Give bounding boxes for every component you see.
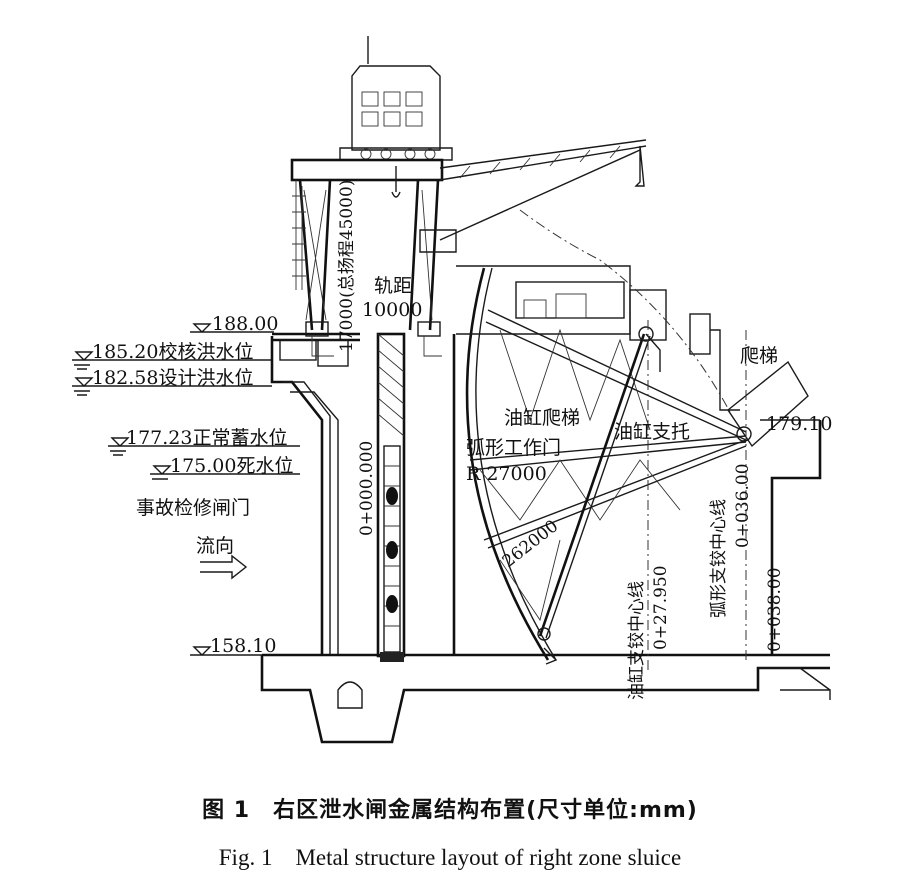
label-ladder: 爬梯	[740, 345, 778, 367]
label-rail-gauge-value: 10000	[362, 299, 422, 321]
flow-arrow	[200, 554, 248, 580]
emergency-gate-slot	[376, 332, 406, 662]
label-cylinder-hinge-cl: 油缸支铰中心线	[626, 581, 647, 700]
label-dim-262000: 262000	[499, 516, 562, 572]
figure-caption-chinese: 图 1 右区泄水闸金属结构布置(尺寸单位:mm)	[202, 798, 698, 823]
sluice-layout-drawing: 188.00 185.20校核洪水位 182.58设计洪水位 177.23正常蓄…	[72, 36, 832, 744]
label-el-175: 175.00死水位	[170, 455, 293, 477]
label-station-36: 0+036.00	[733, 463, 753, 548]
label-el-158: 158.10	[210, 635, 276, 657]
label-cylinder-ladder: 油缸爬梯	[504, 407, 580, 429]
dam-body	[260, 332, 831, 744]
label-station-0: 0+000.000	[357, 441, 377, 536]
label-lift-height: 17000(总扬程45000)	[337, 180, 357, 352]
label-radial-hinge-cl: 弧形支铰中心线	[709, 499, 729, 618]
label-el-177: 177.23正常蓄水位	[126, 427, 287, 449]
label-el-185: 185.20校核洪水位	[92, 341, 253, 363]
label-flow-direction: 流向	[196, 535, 234, 557]
label-station-27950: 0+27.950	[651, 565, 671, 650]
figure-caption-english: Fig. 1 Metal structure layout of right z…	[218, 845, 682, 870]
label-radius: R 27000	[466, 463, 547, 485]
label-rail-gauge: 轨距	[374, 275, 412, 297]
label-el-182: 182.58设计洪水位	[92, 367, 253, 389]
label-cylinder-support: 油缸支托	[614, 421, 690, 443]
label-station-38: 0+038.00	[765, 567, 785, 652]
label-el-179: 179.10	[766, 413, 832, 435]
label-radial-gate: 弧形工作门	[466, 437, 561, 459]
label-emergency-gate: 事故检修闸门	[136, 497, 250, 519]
label-el-188: 188.00	[212, 313, 278, 335]
gantry-crane	[290, 36, 647, 357]
drawing-labels: 188.00 185.20校核洪水位 182.58设计洪水位 177.23正常蓄…	[92, 180, 832, 700]
radial-gate	[456, 209, 809, 670]
water-level-marks	[72, 323, 300, 656]
